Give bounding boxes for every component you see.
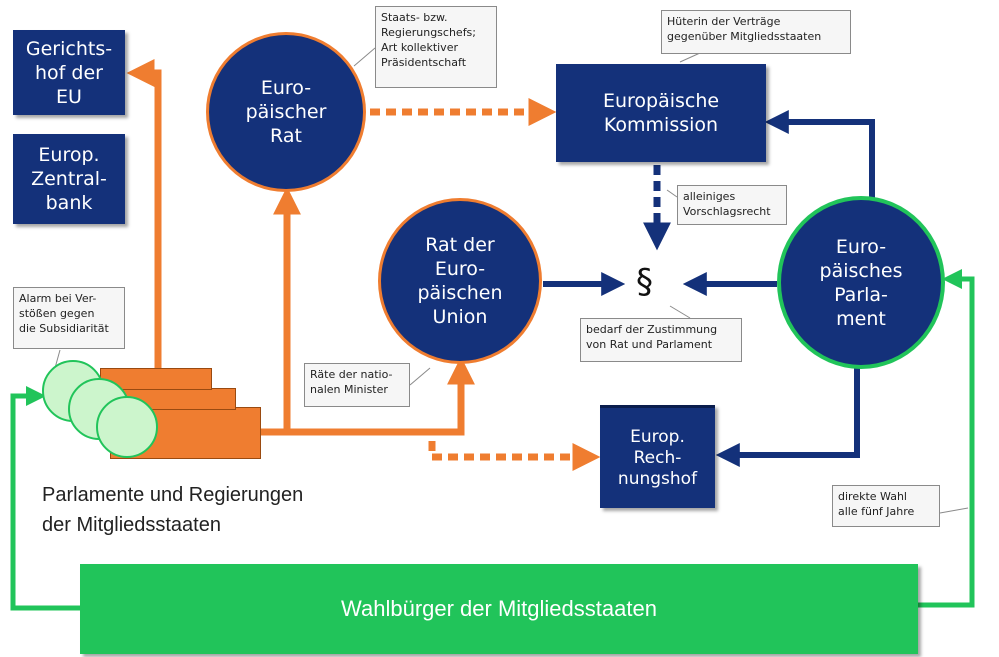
note-alarm: Alarm bei Ver- stößen gegen die Subsidia… <box>13 287 125 349</box>
note-staatschefs: Staats- bzw. Regierungschefs; Art kollek… <box>375 6 497 88</box>
zentralbank-box: Europ. Zentral- bank <box>13 134 125 224</box>
rechnungshof-box: Europ. Rech- nungshof <box>600 405 715 508</box>
note-pointer-wahl <box>939 507 969 514</box>
note-pointer-vorschlagsrecht <box>666 189 678 198</box>
note-pointer-hueterin <box>679 52 701 63</box>
note-hueterin: Hüterin der Verträge gegenüber Mitglieds… <box>661 10 851 54</box>
gerichtshof-box: Gerichts- hof der EU <box>13 30 125 115</box>
law-symbol: § <box>636 262 653 302</box>
arrow-to-europaeischer-rat <box>255 186 301 436</box>
note-pointer-minister <box>409 367 431 386</box>
arrow-to-rechnungshof <box>428 441 601 471</box>
rat-eu-circle: Rat der Euro- päischen Union <box>378 198 542 364</box>
arrow-citizens-to-states <box>10 386 80 611</box>
arrow-parlament-to-kommission <box>764 110 875 200</box>
member-states-label: Parlamente und Regierungen der Mitglieds… <box>42 484 304 536</box>
note-vorschlagsrecht: alleiniges Vorschlagsrecht <box>677 185 787 225</box>
note-minister: Räte der natio- nalen Minister <box>304 363 410 407</box>
kommission-box: Europäische Kommission <box>556 64 766 162</box>
member-state-circle-3 <box>96 396 158 458</box>
citizens-banner: Wahlbürger der Mitgliedsstaaten <box>80 564 918 654</box>
note-pointer-staatschefs <box>353 47 376 67</box>
note-zustimmung: bedarf der Zustimmung von Rat und Parlam… <box>580 318 742 362</box>
arrow-to-gerichtshof <box>126 59 162 372</box>
europaeischer-rat-circle: Euro- päischer Rat <box>206 32 366 192</box>
arrow-parlament-to-rechnungshof <box>715 367 860 467</box>
parlament-circle: Euro- päisches Parla- ment <box>777 196 945 369</box>
note-pointer-zustimmung <box>669 305 691 319</box>
arrow-to-rat-eu <box>287 356 475 436</box>
note-wahl: direkte Wahl alle fünf Jahre <box>832 485 940 527</box>
arrow-citizens-to-parlament <box>917 269 975 608</box>
